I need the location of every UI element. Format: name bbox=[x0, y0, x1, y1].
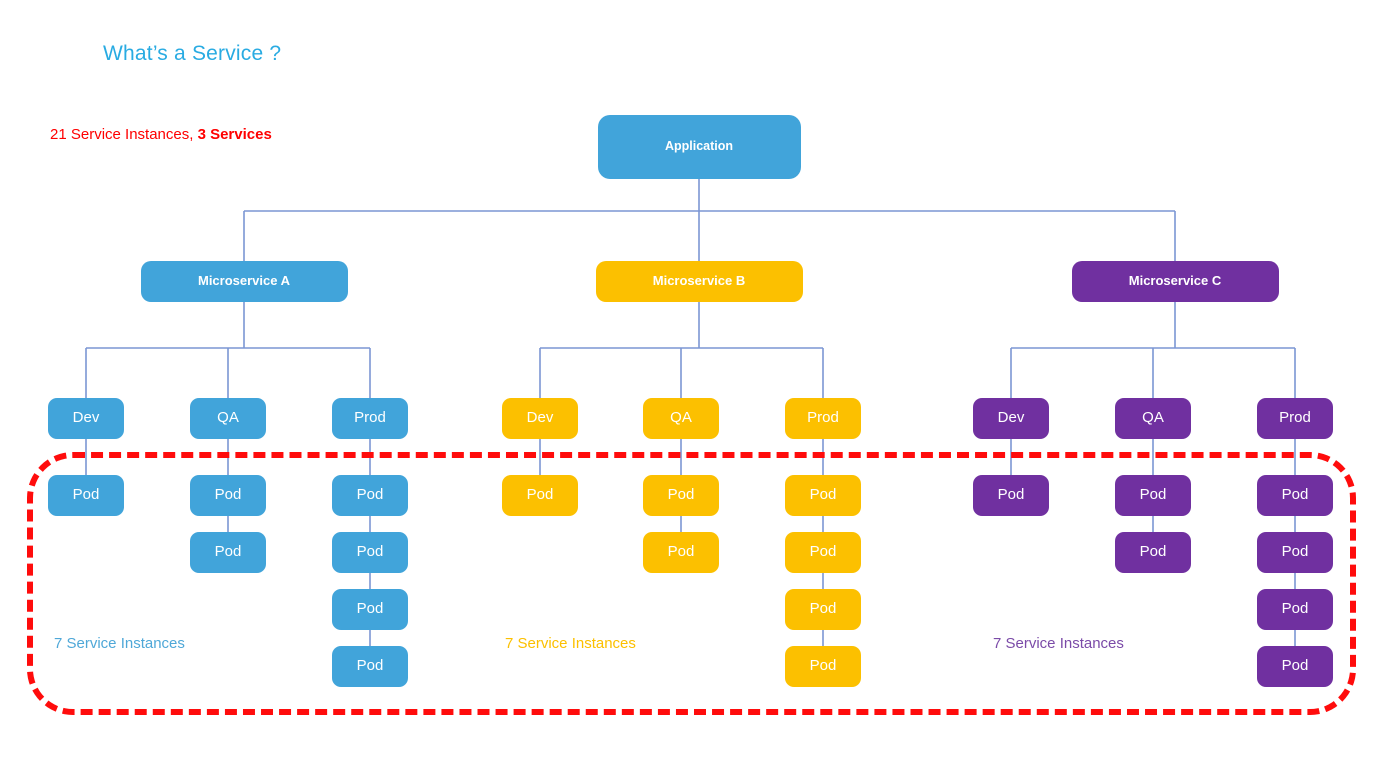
environment-node-1-prod[interactable]: Prod bbox=[785, 398, 861, 439]
pod-node-0-1-1[interactable]: Pod bbox=[190, 532, 266, 573]
pod-node-1-2-3[interactable]: Pod bbox=[785, 646, 861, 687]
pod-node-0-1-0-label: Pod bbox=[214, 486, 242, 504]
pod-node-2-0-0-label: Pod bbox=[997, 486, 1025, 504]
pod-node-1-2-0[interactable]: Pod bbox=[785, 475, 861, 516]
pod-node-2-2-1-label: Pod bbox=[1281, 543, 1309, 561]
pod-node-1-1-0[interactable]: Pod bbox=[643, 475, 719, 516]
microservice-node-1-label: Microservice B bbox=[652, 273, 746, 289]
environment-node-0-prod-label: Prod bbox=[354, 409, 386, 427]
pod-node-0-2-3-label: Pod bbox=[356, 657, 384, 675]
pod-node-0-2-1[interactable]: Pod bbox=[332, 532, 408, 573]
pod-node-0-2-2-label: Pod bbox=[356, 600, 384, 618]
application-node-label: Application bbox=[664, 139, 734, 154]
pod-node-2-2-0-label: Pod bbox=[1281, 486, 1309, 504]
pod-node-1-1-0-label: Pod bbox=[667, 486, 695, 504]
environment-node-0-qa-label: QA bbox=[217, 409, 239, 427]
summary-caption: 21 Service Instances, 3 Services bbox=[50, 126, 272, 143]
pod-node-1-2-0-label: Pod bbox=[809, 486, 837, 504]
instances-caption-1: 7 Service Instances bbox=[505, 635, 636, 652]
page-title: What’s a Service ? bbox=[103, 42, 282, 65]
pod-node-2-1-1[interactable]: Pod bbox=[1115, 532, 1191, 573]
pod-node-1-2-1[interactable]: Pod bbox=[785, 532, 861, 573]
environment-node-2-dev[interactable]: Dev bbox=[973, 398, 1049, 439]
microservice-node-2-label: Microservice C bbox=[1128, 273, 1222, 289]
pod-node-1-0-0[interactable]: Pod bbox=[502, 475, 578, 516]
instances-caption-2: 7 Service Instances bbox=[993, 635, 1124, 652]
pod-node-1-1-1[interactable]: Pod bbox=[643, 532, 719, 573]
microservice-node-2[interactable]: Microservice C bbox=[1071, 261, 1279, 302]
pod-node-2-1-1-label: Pod bbox=[1139, 543, 1167, 561]
summary-services-count: 3 Services bbox=[197, 126, 272, 143]
pod-node-2-2-2-label: Pod bbox=[1281, 600, 1309, 618]
pod-node-2-2-0[interactable]: Pod bbox=[1257, 475, 1333, 516]
environment-node-2-qa-label: QA bbox=[1142, 409, 1164, 427]
pod-node-0-2-1-label: Pod bbox=[356, 543, 384, 561]
microservice-node-1[interactable]: Microservice B bbox=[595, 261, 803, 302]
pod-node-2-1-0[interactable]: Pod bbox=[1115, 475, 1191, 516]
pod-node-0-2-2[interactable]: Pod bbox=[332, 589, 408, 630]
environment-node-0-dev-label: Dev bbox=[72, 409, 100, 427]
pod-node-2-1-0-label: Pod bbox=[1139, 486, 1167, 504]
pod-node-0-2-0[interactable]: Pod bbox=[332, 475, 408, 516]
pod-node-1-2-2[interactable]: Pod bbox=[785, 589, 861, 630]
environment-node-1-dev[interactable]: Dev bbox=[502, 398, 578, 439]
pod-node-0-0-0-label: Pod bbox=[72, 486, 100, 504]
summary-prefix: 21 Service Instances, bbox=[50, 126, 198, 143]
pod-node-1-1-1-label: Pod bbox=[667, 543, 695, 561]
application-node[interactable]: Application bbox=[597, 115, 801, 179]
environment-node-0-prod[interactable]: Prod bbox=[332, 398, 408, 439]
microservice-node-0-label: Microservice A bbox=[197, 273, 290, 289]
environment-node-2-qa[interactable]: QA bbox=[1115, 398, 1191, 439]
pod-node-0-0-0[interactable]: Pod bbox=[48, 475, 124, 516]
environment-node-0-qa[interactable]: QA bbox=[190, 398, 266, 439]
pod-node-0-1-0[interactable]: Pod bbox=[190, 475, 266, 516]
environment-node-1-qa[interactable]: QA bbox=[643, 398, 719, 439]
environment-node-2-prod[interactable]: Prod bbox=[1257, 398, 1333, 439]
pod-node-1-2-2-label: Pod bbox=[809, 600, 837, 618]
pod-node-2-0-0[interactable]: Pod bbox=[973, 475, 1049, 516]
pod-node-1-2-3-label: Pod bbox=[809, 657, 837, 675]
service-instances-highlight-box bbox=[27, 452, 1356, 715]
environment-node-1-dev-label: Dev bbox=[526, 409, 554, 427]
environment-node-2-prod-label: Prod bbox=[1279, 409, 1311, 427]
environment-node-1-prod-label: Prod bbox=[807, 409, 839, 427]
pod-node-2-2-1[interactable]: Pod bbox=[1257, 532, 1333, 573]
microservice-node-0[interactable]: Microservice A bbox=[140, 261, 348, 302]
pod-node-0-2-0-label: Pod bbox=[356, 486, 384, 504]
pod-node-0-2-3[interactable]: Pod bbox=[332, 646, 408, 687]
pod-node-1-0-0-label: Pod bbox=[526, 486, 554, 504]
pod-node-2-2-3-label: Pod bbox=[1281, 657, 1309, 675]
pod-node-1-2-1-label: Pod bbox=[809, 543, 837, 561]
pod-node-0-1-1-label: Pod bbox=[214, 543, 242, 561]
environment-node-2-dev-label: Dev bbox=[997, 409, 1025, 427]
instances-caption-0: 7 Service Instances bbox=[54, 635, 185, 652]
environment-node-0-dev[interactable]: Dev bbox=[48, 398, 124, 439]
environment-node-1-qa-label: QA bbox=[670, 409, 692, 427]
pod-node-2-2-2[interactable]: Pod bbox=[1257, 589, 1333, 630]
pod-node-2-2-3[interactable]: Pod bbox=[1257, 646, 1333, 687]
